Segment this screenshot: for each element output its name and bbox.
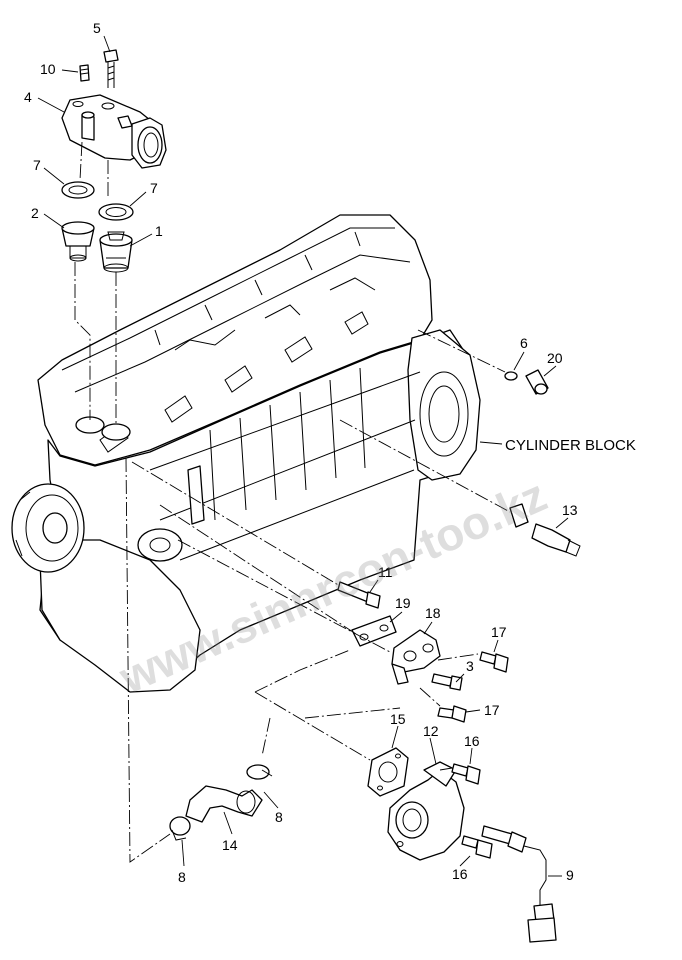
callout-8-right: 8 [275,809,283,825]
callout-16-lower: 16 [452,866,468,882]
gasket-15 [367,747,409,797]
callout-10: 10 [40,61,56,77]
callout-9: 9 [566,867,574,883]
bolt-16-lower [461,835,493,859]
callout-14: 14 [222,837,238,853]
drop-line-17b [419,687,441,707]
callout-15: 15 [390,711,406,727]
callout-numbers: 5 10 4 7 7 2 1 6 20 13 11 19 18 17 3 17 … [24,20,578,885]
drop-line-18 [177,539,391,653]
gasket-19 [351,615,397,647]
callout-18: 18 [425,605,441,621]
drop-line-13 [339,419,511,513]
drop-line-hose [261,717,271,757]
plug-20 [525,369,549,395]
drop-line-19 [159,504,357,635]
washer-6 [504,371,518,381]
callout-2: 2 [31,205,39,221]
callout-6: 6 [520,335,528,351]
callout-17-upper: 17 [491,624,507,640]
drop-line-16a [439,767,453,771]
callout-7-right: 7 [150,180,158,196]
hose-14 [185,785,263,823]
bolt-3 [431,673,463,691]
callout-20: 20 [547,350,563,366]
drop-line-17a [437,653,479,661]
callout-12: 12 [423,723,439,739]
gasket-7-left [61,181,95,199]
thermostat-2 [61,221,95,262]
callout-8-left: 8 [178,869,186,885]
callout-7-left: 7 [33,157,41,173]
gasket-7-right [98,203,134,221]
bolt-11 [337,581,381,609]
bolt-17-upper [479,651,509,673]
callout-16-upper: 16 [464,733,480,749]
drop-line-15 [304,707,401,719]
callout-11: 11 [378,564,393,580]
sensor-9 [481,825,557,943]
drop-line-12 [254,649,371,761]
leader-lines [37,35,569,877]
crank-pulley [11,483,85,573]
bolt-17-lower [437,705,467,723]
plug-10 [79,64,90,82]
thermostat-cover-4 [61,94,167,169]
callout-5: 5 [93,20,101,36]
elbow-18 [391,629,441,685]
drop-line-6-20 [417,329,506,373]
bolt-16-upper [451,763,481,785]
clamp-8-right [246,764,273,780]
outlet-pipe-12 [387,761,465,861]
callout-19: 19 [395,595,411,611]
drop-line-11 [131,461,341,587]
thermostat-1 [99,231,133,273]
callout-1: 1 [155,223,163,239]
clamp-8-left [169,816,191,841]
callout-17-lower: 17 [484,702,500,718]
cylinder-block-label: CYLINDER BLOCK [505,437,636,454]
engine-block [11,214,481,693]
sensor-13 [509,503,581,557]
drop-line-thermostat-2 [74,262,91,420]
callout-4: 4 [24,89,32,105]
callout-3: 3 [466,658,474,674]
drop-line-pump-left [125,457,171,863]
callout-13: 13 [562,502,578,518]
bolt-5 [103,49,119,88]
drop-line-cover [79,141,109,198]
